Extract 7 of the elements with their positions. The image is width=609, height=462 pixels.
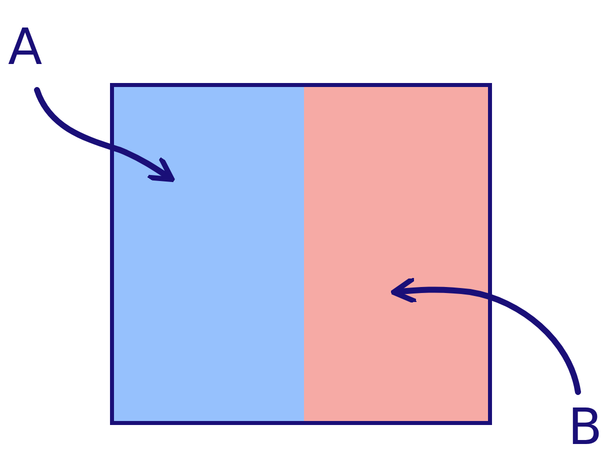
- right-region: [304, 87, 488, 421]
- arrow: [390, 275, 581, 395]
- left-region: [114, 87, 304, 421]
- square-outline: [110, 83, 492, 425]
- region-label: B: [568, 402, 608, 452]
- arrow: [34, 87, 175, 182]
- region-label: A: [8, 22, 48, 72]
